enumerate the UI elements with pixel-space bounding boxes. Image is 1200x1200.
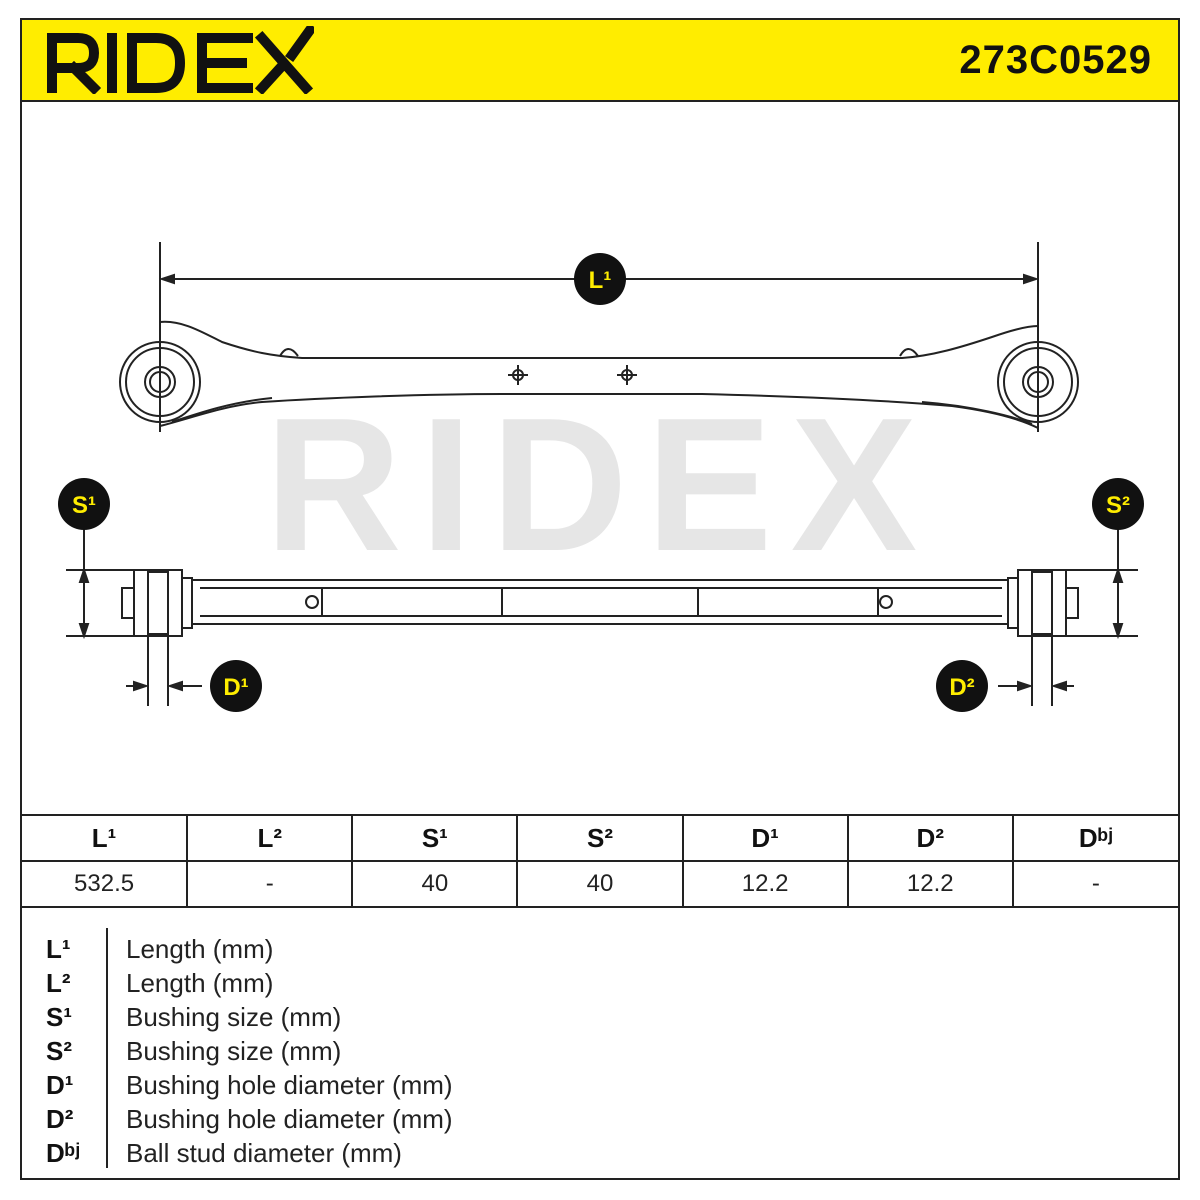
- legend-item: L¹ Length (mm): [22, 934, 1178, 968]
- legend-desc: Length (mm): [126, 934, 274, 964]
- legend-key: D²: [46, 1104, 74, 1134]
- ridex-logo: [47, 26, 314, 94]
- technical-drawing: RIDEX: [58, 242, 1144, 712]
- svg-text:L¹: L¹: [589, 267, 612, 294]
- spec-header-l2: L²: [186, 814, 354, 862]
- arm-top-view: [119, 242, 1079, 432]
- legend-desc: Ball stud diameter (mm): [126, 1138, 402, 1168]
- spec-value-l2: -: [186, 860, 354, 908]
- legend-key: S²: [46, 1036, 72, 1066]
- spec-value-row: 532.5 - 40 40 12.2 12.2 -: [22, 860, 1178, 908]
- spec-value-l1: 532.5: [22, 860, 189, 908]
- legend-desc: Bushing hole diameter (mm): [126, 1070, 453, 1100]
- spec-value-d2: 12.2: [846, 860, 1014, 908]
- header-bar: 273C0529: [22, 20, 1178, 102]
- legend-item: Dᵇʲ Ball stud diameter (mm): [22, 1138, 1178, 1172]
- arm-side-view: [66, 524, 1138, 706]
- callout-s2: S²: [1092, 478, 1144, 530]
- legend-desc: Bushing hole diameter (mm): [126, 1104, 453, 1134]
- watermark-text: RIDEX: [265, 379, 936, 591]
- svg-text:S¹: S¹: [72, 492, 96, 519]
- legend-item: L² Length (mm): [22, 968, 1178, 1002]
- legend-item: S¹ Bushing size (mm): [22, 1002, 1178, 1036]
- legend-key: S¹: [46, 1002, 72, 1032]
- legend-desc: Length (mm): [126, 968, 274, 998]
- legend-desc: Bushing size (mm): [126, 1036, 342, 1066]
- spec-value-s1: 40: [351, 860, 519, 908]
- callout-l1: L¹: [574, 253, 626, 305]
- legend-item: D¹ Bushing hole diameter (mm): [22, 1070, 1178, 1104]
- spec-header-dbj: Dᵇʲ: [1011, 814, 1178, 862]
- legend-item: S² Bushing size (mm): [22, 1036, 1178, 1070]
- legend: L¹ Length (mm) L² Length (mm) S¹ Bushing…: [22, 914, 1178, 1180]
- legend-item: D² Bushing hole diameter (mm): [22, 1104, 1178, 1138]
- legend-key: L¹: [46, 934, 71, 964]
- spec-header-d2: D²: [846, 814, 1014, 862]
- spec-table: L¹ L² S¹ S² D¹ D² Dᵇʲ 532.5 - 40 40 12.2…: [22, 814, 1178, 908]
- part-number: 273C0529: [959, 38, 1152, 82]
- svg-text:D¹: D¹: [223, 674, 248, 701]
- datasheet: 273C0529 RIDEX: [20, 18, 1180, 1180]
- spec-header-d1: D¹: [681, 814, 849, 862]
- svg-text:S²: S²: [1106, 492, 1130, 519]
- spec-header-s2: S²: [516, 814, 684, 862]
- legend-divider: [106, 928, 108, 1168]
- legend-key: Dᵇʲ: [46, 1138, 80, 1168]
- legend-key: D¹: [46, 1070, 74, 1100]
- legend-key: L²: [46, 968, 71, 998]
- spec-header-l1: L¹: [22, 814, 189, 862]
- callout-d2: D²: [936, 660, 988, 712]
- spec-value-d1: 12.2: [681, 860, 849, 908]
- spec-value-dbj: -: [1011, 860, 1178, 908]
- svg-text:D²: D²: [949, 674, 974, 701]
- spec-header-row: L¹ L² S¹ S² D¹ D² Dᵇʲ: [22, 814, 1178, 862]
- spec-header-s1: S¹: [351, 814, 519, 862]
- callout-s1: S¹: [58, 478, 110, 530]
- spec-value-s2: 40: [516, 860, 684, 908]
- legend-desc: Bushing size (mm): [126, 1002, 342, 1032]
- callout-d1: D¹: [210, 660, 262, 712]
